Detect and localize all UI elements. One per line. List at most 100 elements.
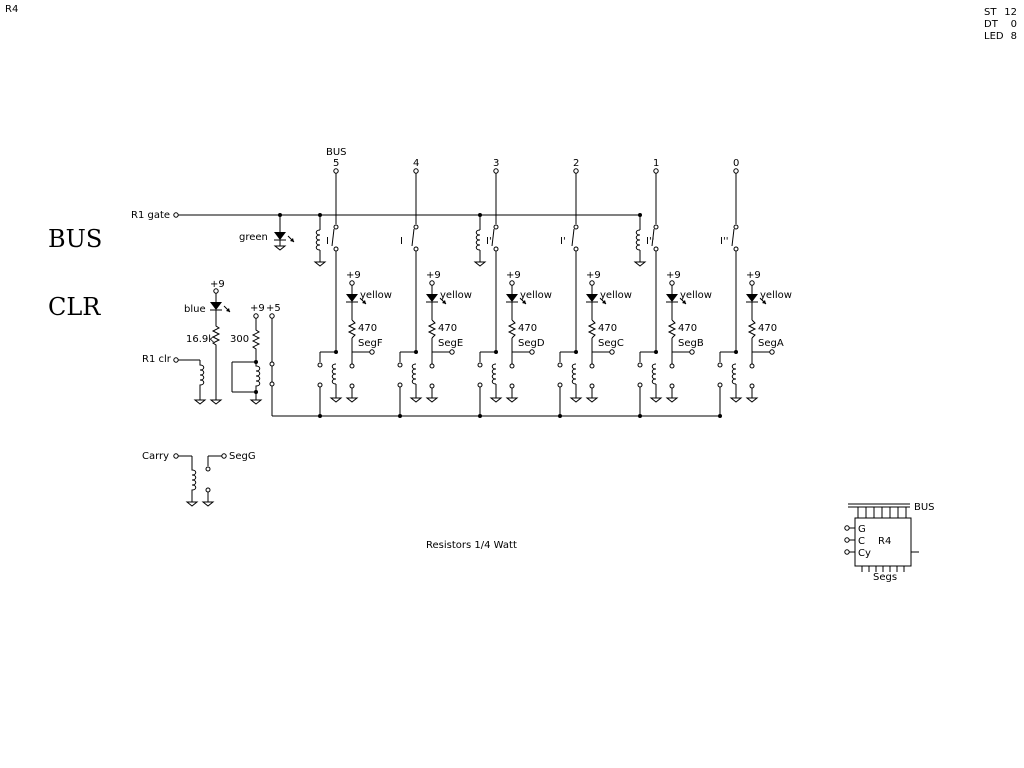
resistor-label: 470 (758, 323, 777, 334)
segment-label: SegE (438, 338, 463, 349)
bus-bit-label: 2 (573, 158, 579, 169)
ground-icon (505, 397, 519, 403)
segg-label: SegG (229, 451, 256, 462)
bit-columns: 5I+9yellow470SegF4I+9yellow470SegE3I'+9y… (313, 158, 792, 418)
sheet-title: R4 (5, 4, 18, 15)
ground-icon (633, 261, 647, 267)
segment-label: SegB (678, 338, 704, 349)
blue-led-label: blue (184, 304, 206, 315)
section-clr: CLR (48, 293, 101, 321)
resistor-label: 470 (438, 323, 457, 334)
r1-clr-label: R1 clr (142, 354, 172, 365)
block-bus-label: BUS (914, 502, 935, 513)
plus9-label: +9 (250, 303, 265, 314)
ground-icon (409, 397, 423, 403)
plus9-label: +9 (666, 270, 681, 281)
stat-label: ST (984, 7, 997, 18)
r1-clr-terminal (173, 357, 179, 363)
clr-supply: +9 blue 16.9k R1 clr +9 300 +5 (142, 279, 281, 416)
led-label: yellow (440, 290, 472, 301)
ground-icon (665, 397, 679, 403)
ground-icon (329, 397, 343, 403)
r4-block: BUS G C Cy R4 Segs (844, 502, 935, 583)
stat-label: DT (984, 19, 999, 30)
bus-bit-label: 3 (493, 158, 499, 169)
ground-icon (745, 397, 759, 403)
carry-net: Carry SegG (142, 451, 256, 507)
relay-label: I' (560, 236, 566, 247)
plus5-label: +5 (266, 303, 281, 314)
r1-gate-label: R1 gate (131, 210, 170, 221)
section-bus: BUS (48, 225, 102, 253)
yellow-led-icon (346, 294, 358, 302)
r-300-label: 300 (230, 334, 249, 345)
relay-label: I' (486, 236, 492, 247)
stat-value: 8 (1011, 31, 1017, 42)
led-label: yellow (760, 290, 792, 301)
pin-c-label: C (858, 536, 865, 547)
stat-value: 12 (1004, 7, 1017, 18)
relay-label: I (400, 236, 403, 247)
led-label: yellow (520, 290, 552, 301)
ground-icon (273, 245, 287, 251)
relay-label: I'' (720, 236, 728, 247)
segment-label: SegA (758, 338, 784, 349)
green-led-icon (274, 232, 286, 240)
ground-icon (425, 397, 439, 403)
resistor-label: 470 (678, 323, 697, 334)
segment-label: SegD (518, 338, 545, 349)
plus9-label: +9 (506, 270, 521, 281)
yellow-led-icon (506, 294, 518, 302)
carry-terminal (173, 453, 179, 459)
green-led-label: green (239, 232, 268, 243)
led-label: yellow (680, 290, 712, 301)
stat-value: 0 (1011, 19, 1017, 30)
resistor-label: 470 (518, 323, 537, 334)
bus-bit-label: 5 (333, 158, 339, 169)
carry-label: Carry (142, 451, 169, 462)
led-label: yellow (600, 290, 632, 301)
plus9-label: +9 (210, 279, 225, 290)
r1-gate-terminal (173, 212, 179, 218)
stat-label: LED (984, 31, 1004, 42)
segment-label: SegC (598, 338, 624, 349)
block-segs-label: Segs (873, 572, 897, 583)
ground-icon (585, 397, 599, 403)
yellow-led-icon (586, 294, 598, 302)
ground-icon (729, 397, 743, 403)
ground-icon (209, 399, 223, 405)
resistor-note: Resistors 1/4 Watt (426, 540, 517, 551)
yellow-led-icon (746, 294, 758, 302)
bus-bit-label: 1 (653, 158, 659, 169)
segg-terminal (221, 453, 227, 459)
plus9-label: +9 (746, 270, 761, 281)
block-name: R4 (878, 536, 891, 547)
ground-icon (569, 397, 583, 403)
bus-label: BUS (326, 147, 347, 158)
ground-icon (313, 261, 327, 267)
ground-icon (473, 261, 487, 267)
ground-icon (649, 397, 663, 403)
stats-panel: ST 12 DT 0 LED 8 (984, 7, 1017, 42)
pin-g-label: G (858, 524, 866, 535)
r-blue-label: 16.9k (186, 334, 214, 345)
ground-icon (345, 397, 359, 403)
yellow-led-icon (666, 294, 678, 302)
blue-led-icon (210, 302, 222, 310)
resistor-label: 470 (598, 323, 617, 334)
block-body (854, 517, 912, 567)
yellow-led-icon (426, 294, 438, 302)
plus9-label: +9 (586, 270, 601, 281)
led-label: yellow (360, 290, 392, 301)
plus9-label: +9 (426, 270, 441, 281)
ground-icon (489, 397, 503, 403)
relay-label: I (326, 236, 329, 247)
pin-cy-label: Cy (858, 548, 871, 559)
relay-label: I'' (646, 236, 654, 247)
